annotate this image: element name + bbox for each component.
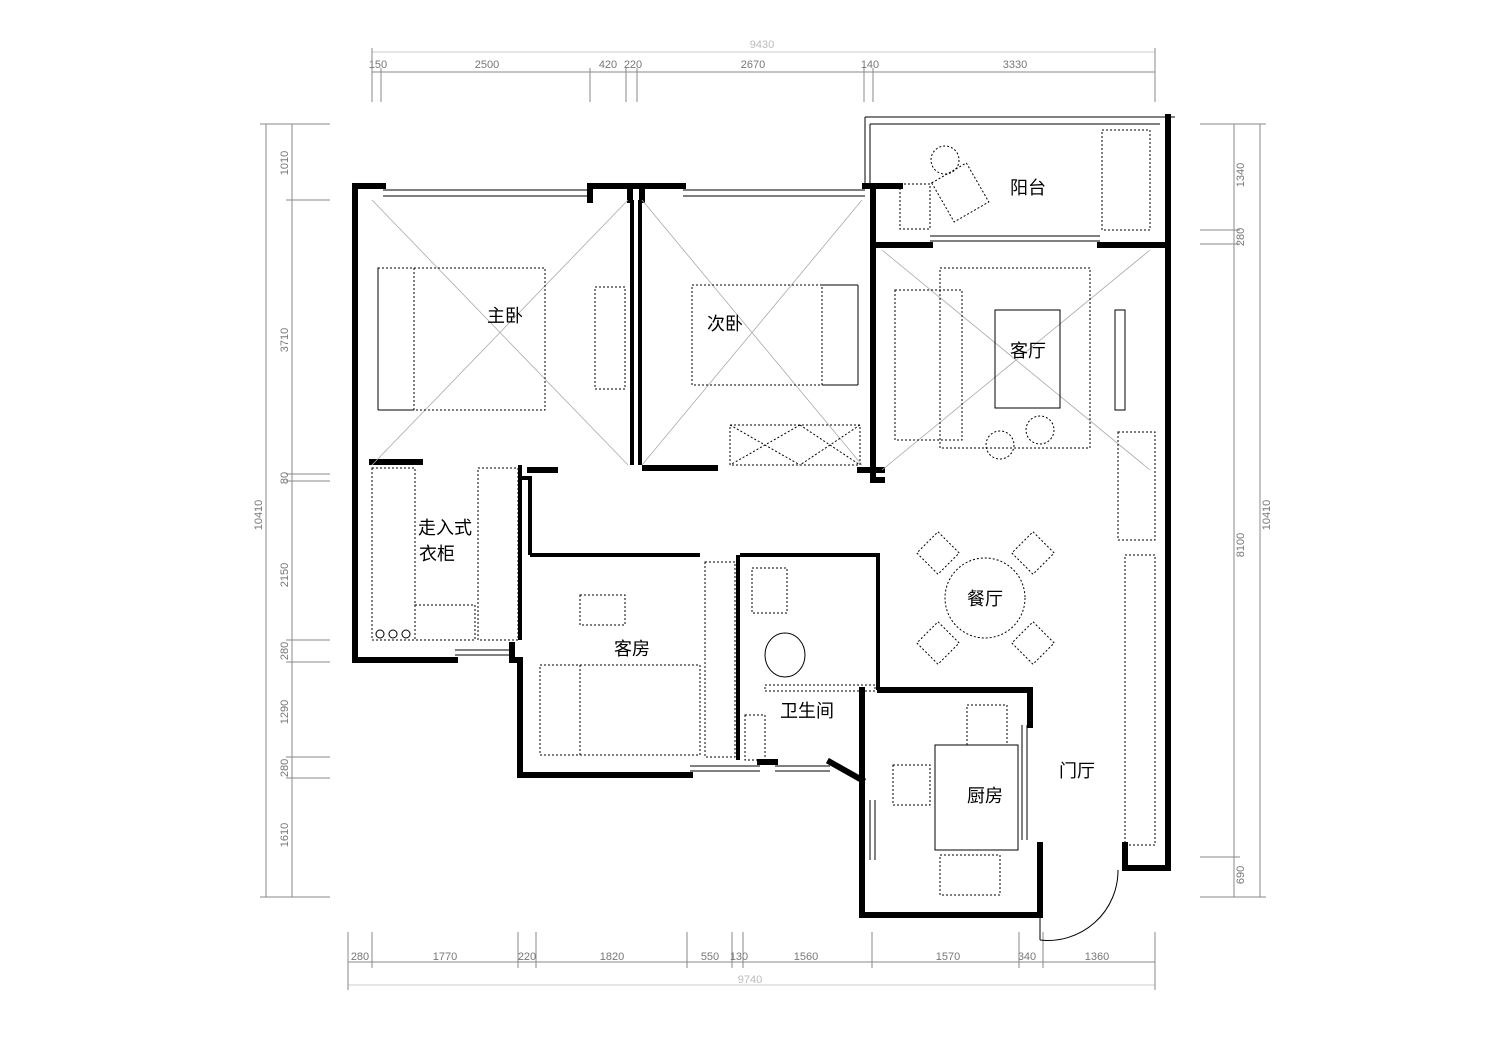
dim-label: 420: [599, 59, 617, 71]
dimension-top: 9430 150 2500 420 220 2670 140 3330: [369, 39, 1156, 102]
room-labels: 主卧 次卧 阳台 客厅 走入式 衣柜 餐厅 客房 卫生间 厨房 门厅: [418, 178, 1095, 807]
furniture: [371, 129, 1156, 896]
wardrobe: [729, 424, 861, 466]
label-second-bedroom: 次卧: [707, 314, 743, 335]
dim-label: 1820: [600, 951, 624, 963]
dining-table: [944, 557, 1026, 639]
second-bed: [691, 284, 859, 386]
dim-label: 3330: [1003, 59, 1027, 71]
dim-label: 550: [701, 951, 719, 963]
dim-label: 1290: [279, 700, 291, 724]
label-bathroom: 卫生间: [780, 701, 834, 722]
dimension-right: 1340 280 8100 690 10410: [1200, 123, 1273, 898]
dim-label: 1610: [279, 823, 291, 847]
toilet: [764, 632, 806, 678]
dim-label: 220: [518, 951, 536, 963]
dim-label: 280: [279, 642, 291, 660]
coffee-table: [994, 309, 1061, 409]
dim-label: 150: [369, 59, 387, 71]
dim-right-total: 10410: [1261, 500, 1273, 531]
dim-label: 1570: [936, 951, 960, 963]
dim-label: 280: [1235, 228, 1247, 246]
guest-bed: [539, 664, 701, 756]
dim-label: 1340: [1235, 163, 1247, 187]
label-foyer: 门厅: [1059, 761, 1095, 782]
dim-label: 280: [351, 951, 369, 963]
dim-label: 220: [624, 59, 642, 71]
label-living-room: 客厅: [1010, 341, 1046, 362]
dim-label: 80: [279, 472, 291, 484]
walls: [352, 114, 1175, 941]
dim-label: 2150: [279, 563, 291, 587]
label-kitchen: 厨房: [967, 786, 1003, 807]
dim-label: 3710: [279, 328, 291, 352]
dim-label: 8100: [1235, 533, 1247, 557]
dim-bottom-total: 9740: [738, 974, 762, 986]
dimension-bottom: 280 1770 220 1820 550 130 1560 1570 340 …: [347, 932, 1156, 990]
dim-label: 690: [1235, 866, 1247, 884]
label-walk-in-closet: 走入式: [418, 518, 472, 539]
dim-top-total: 9430: [750, 39, 774, 51]
dimension-left: 10410 1010 3710 80 2150 280 1290 280 161…: [253, 123, 330, 898]
dim-label: 1360: [1085, 951, 1109, 963]
label-dining-room: 餐厅: [967, 589, 1003, 610]
dim-label: 140: [861, 59, 879, 71]
entrance-cabinet: [1124, 554, 1156, 846]
label-balcony: 阳台: [1010, 178, 1046, 199]
dim-label: 1560: [794, 951, 818, 963]
sofa: [894, 289, 963, 441]
dim-label: 340: [1018, 951, 1036, 963]
label-guest-room: 客房: [614, 639, 650, 660]
dim-label: 130: [730, 951, 748, 963]
dim-label: 1770: [433, 951, 457, 963]
label-walk-in-closet-2: 衣柜: [419, 544, 455, 565]
dim-label: 1010: [279, 151, 291, 175]
master-bed: [377, 267, 546, 411]
dim-label: 2670: [741, 59, 765, 71]
label-master-bedroom: 主卧: [487, 306, 523, 327]
dim-left-total: 10410: [253, 500, 265, 531]
dim-label: 280: [279, 759, 291, 777]
dim-label: 2500: [475, 59, 499, 71]
kitchen-counter: [934, 744, 1019, 851]
